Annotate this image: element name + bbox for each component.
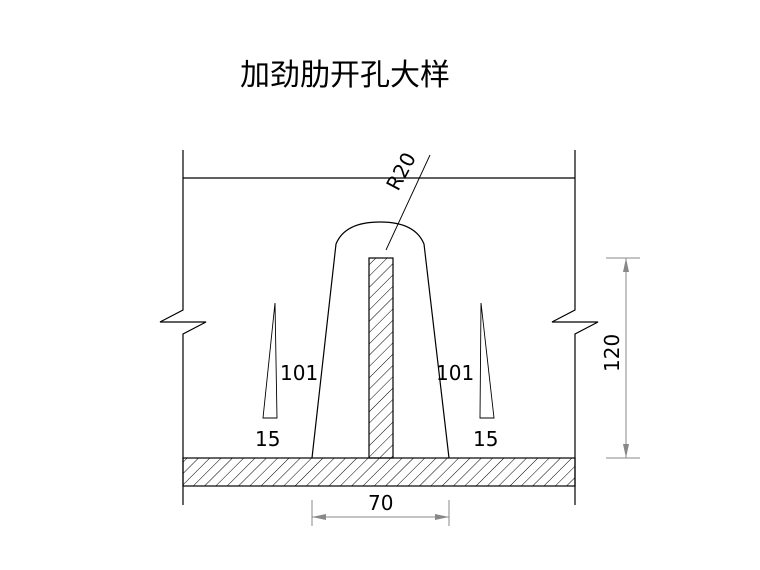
right-slope-label: 101 (436, 361, 474, 385)
stiffener-opening-outline (311, 221, 450, 459)
height-dim-arrow-top (623, 258, 629, 272)
right-wall-break-line (551, 150, 599, 505)
width-dim-arrow-left (312, 514, 326, 520)
left-wall-break-line (159, 150, 207, 505)
width-dim-label: 70 (368, 491, 393, 515)
left-slope-label: 101 (280, 361, 318, 385)
width-dim-arrow-right (435, 514, 449, 520)
height-dim-arrow-bottom (623, 444, 629, 458)
drawing-title: 加劲肋开孔大样 (240, 58, 450, 93)
bottom-flange-hatched (182, 457, 576, 487)
right-base-label: 15 (473, 427, 498, 451)
radius-leader-line (385, 154, 431, 251)
height-dim-label: 120 (600, 334, 624, 372)
left-base-label: 15 (255, 427, 280, 451)
left-slope-triangle (262, 302, 278, 419)
right-slope-triangle (479, 302, 495, 419)
central-rib-hatched (368, 257, 394, 459)
